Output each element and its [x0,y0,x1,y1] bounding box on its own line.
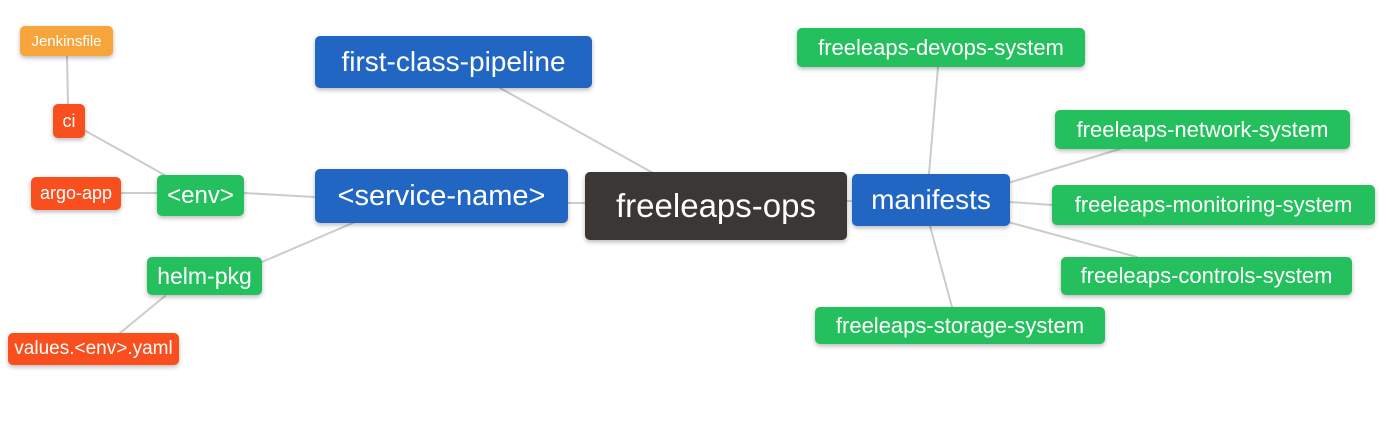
node-env[interactable]: <env> [157,175,244,216]
edge-jenkinsfile-ci [66,55,69,105]
edge-helm-pkg-service-name [261,221,356,263]
node-first-class-pipeline[interactable]: first-class-pipeline [315,36,592,88]
node-freeleaps-controls-system[interactable]: freeleaps-controls-system [1061,257,1352,295]
node-ci[interactable]: ci [53,104,85,138]
node-manifests[interactable]: manifests [852,174,1010,226]
edge-values-helm-pkg [119,295,166,334]
edge-manifests-storage [929,225,953,308]
node-values-env-yaml[interactable]: values.<env>.yaml [8,333,179,365]
edge-env-service-name [243,192,316,198]
node-service-name[interactable]: <service-name> [315,169,568,223]
edge-manifests-monitoring [1009,201,1053,206]
node-freeleaps-monitoring-system[interactable]: freeleaps-monitoring-system [1052,185,1375,225]
edge-ci-env [83,129,171,179]
node-freeleaps-ops[interactable]: freeleaps-ops [585,172,847,240]
node-jenkinsfile[interactable]: Jenkinsfile [20,26,113,56]
node-argo-app[interactable]: argo-app [31,177,121,210]
node-helm-pkg[interactable]: helm-pkg [147,257,262,295]
node-freeleaps-storage-system[interactable]: freeleaps-storage-system [815,307,1105,344]
node-freeleaps-devops-system[interactable]: freeleaps-devops-system [797,28,1085,67]
edge-manifests-controls [1007,221,1138,258]
node-freeleaps-network-system[interactable]: freeleaps-network-system [1055,110,1350,149]
edge-manifests-network [1007,148,1121,184]
edge-pipeline-freeleaps-ops [499,87,654,174]
edge-manifests-devops [928,66,939,175]
